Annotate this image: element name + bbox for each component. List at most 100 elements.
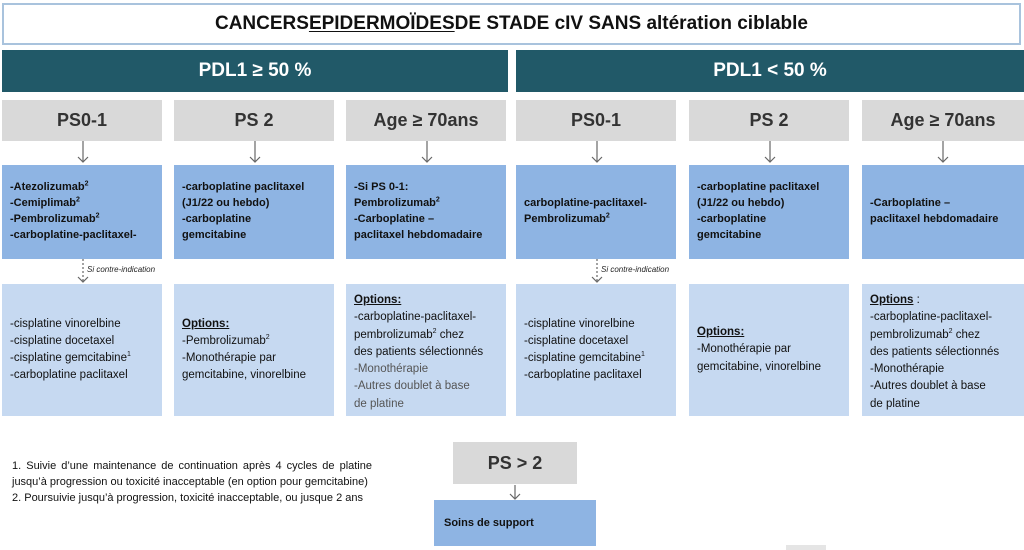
options-box: Options :-carboplatine-paclitaxel-pembro… xyxy=(862,284,1024,416)
text-line: -carboplatine xyxy=(182,212,326,228)
first-line-treatment-box: -Si PS 0-1:Pembrolizumab2-Carboplatine –… xyxy=(346,165,506,259)
arrow-down-icon xyxy=(77,141,89,164)
line-text: -carboplatine xyxy=(697,213,767,225)
reference-superscript: 2 xyxy=(265,333,270,341)
text-line: -carboplatine-paclitaxel- xyxy=(10,228,154,244)
line-text-after: chez xyxy=(436,328,465,341)
text-line: gemcitabine, vinorelbine xyxy=(182,367,326,384)
line-text: carboplatine-paclitaxel- xyxy=(524,197,647,210)
line-text: pembrolizumab xyxy=(870,328,949,341)
options-box: Options: -Pembrolizumab2 -Monothérapie par… xyxy=(174,284,334,416)
options-label: Options: xyxy=(182,317,230,330)
line-text: -Autres doublet à base xyxy=(354,380,470,393)
text-line: pembrolizumab2 chez xyxy=(354,327,498,344)
reference-superscript: 2 xyxy=(84,180,89,188)
ps-header: PS0-1 xyxy=(2,100,162,141)
ps-header: Age ≥ 70ans xyxy=(346,100,506,141)
line-text: de platine xyxy=(354,397,404,410)
reference-superscript: 1 xyxy=(126,351,131,359)
text-line: -Pembrolizumab2 xyxy=(10,212,154,228)
reference-superscript: 2 xyxy=(76,196,80,204)
group-header-pdl1-high: PDL1 ≥ 50 % xyxy=(2,50,508,92)
line-text: -cisplatine vinorelbine xyxy=(10,317,121,330)
line-text: -carboplatine paclitaxel xyxy=(524,369,642,382)
options-label-line: Options: xyxy=(182,316,326,333)
ps-gt2-box: PS > 2 xyxy=(453,442,577,484)
line-text: gemcitabine xyxy=(697,228,762,241)
options-label-line: Options: xyxy=(697,324,841,341)
line-text: -carboplatine paclitaxel xyxy=(10,369,128,382)
footnotes: 1. Suivie d’une maintenance de continuat… xyxy=(12,459,372,507)
options-box: Options: -Monothérapie par gemcitabine, vi… xyxy=(689,284,849,416)
text-line: des patients sélectionnés xyxy=(354,344,498,361)
line-text: -carboplatine xyxy=(182,213,252,225)
text-line: -carboplatine paclitaxel xyxy=(697,180,841,196)
line-text: -Monothérapie par xyxy=(697,343,791,356)
line-text: -cisplatine gemcitabine xyxy=(10,352,127,364)
line-text: gemcitabine, vinorelbine xyxy=(697,360,822,373)
text-line: (J1/22 ou hebdo) xyxy=(182,196,326,212)
text-line: gemcitabine xyxy=(182,228,326,244)
text-line: -Si PS 0-1: xyxy=(354,180,498,196)
first-line-treatment-box: -carboplatine paclitaxel (J1/22 ou hebdo)… xyxy=(174,165,334,259)
text-line: -carboplatine paclitaxel xyxy=(182,180,326,196)
text-line: -cisplatine docetaxel xyxy=(10,333,154,350)
line-text: -Pembrolizumab xyxy=(10,213,96,225)
ps-header: Age ≥ 70ans xyxy=(862,100,1024,141)
text-line: -Autres doublet à base xyxy=(870,378,1016,395)
contre-indication-label: Si contre-indication xyxy=(87,265,156,274)
line-text-after: chez xyxy=(952,328,981,341)
footnote-1: 1. Suivie d’une maintenance de continuat… xyxy=(12,460,372,488)
text-line: -cisplatine gemcitabine1 xyxy=(524,350,668,367)
dashed-arrow-down-icon xyxy=(591,259,603,285)
first-line-treatment-box: -Atezolizumab2-Cemiplimab2-Pembrolizumab… xyxy=(2,165,162,259)
arrow-down-icon xyxy=(937,141,949,164)
first-line-treatment-box: carboplatine-paclitaxel-Pembrolizumab2 xyxy=(516,165,676,259)
text-line: -Pembrolizumab2 xyxy=(182,333,326,350)
text-line: -cisplatine docetaxel xyxy=(524,333,668,350)
options-box: Options:-carboplatine-paclitaxel-pembrol… xyxy=(346,284,506,416)
line-text: gemcitabine xyxy=(182,228,247,241)
line-text: -carboplatine paclitaxel xyxy=(182,181,305,194)
options-box: -cisplatine vinorelbine -cisplatine docet… xyxy=(2,284,162,416)
text-line: -cisplatine vinorelbine xyxy=(524,316,668,333)
ps-header: PS 2 xyxy=(689,100,849,141)
line-text: de platine xyxy=(870,397,920,410)
arrow-down-icon xyxy=(764,141,776,164)
line-text: -Monothérapie xyxy=(870,363,945,375)
text-line: -carboplatine paclitaxel xyxy=(524,367,668,384)
text-line: gemcitabine xyxy=(697,228,841,244)
line-text: Pembrolizumab xyxy=(524,213,606,225)
text-line: -carboplatine xyxy=(697,212,841,228)
line-text: -Monothérapie par xyxy=(182,352,276,364)
arrow-down-icon xyxy=(421,141,433,164)
line-text: (J1/22 ou hebdo) xyxy=(182,197,270,210)
line-text: -Atezolizumab xyxy=(10,181,85,194)
text-line: gemcitabine, vinorelbine xyxy=(697,359,841,376)
reference-superscript: 2 xyxy=(432,327,437,335)
options-label: Options: xyxy=(697,326,745,339)
contre-indication-label: Si contre-indication xyxy=(601,265,670,274)
line-text: gemcitabine, vinorelbine xyxy=(182,369,307,382)
line-text: -Autres doublet à base xyxy=(870,380,986,393)
footnote-2: 2. Poursuivie jusqu’à progression, toxic… xyxy=(12,491,363,504)
line-text: -Monothérapie xyxy=(354,363,429,375)
text-line: -cisplatine gemcitabine1 xyxy=(10,350,154,367)
text-line: de platine xyxy=(354,396,498,413)
text-line: -carboplatine paclitaxel xyxy=(10,367,154,384)
ps-header: PS0-1 xyxy=(516,100,676,141)
line-text: -carboplatine paclitaxel xyxy=(697,181,820,194)
arrow-down-icon xyxy=(591,141,603,164)
text-line: Pembrolizumab2 xyxy=(354,196,498,212)
text-line: -Carboplatine – xyxy=(354,212,498,228)
text-line: -Cemiplimab2 xyxy=(10,196,154,212)
text-line: -cisplatine vinorelbine xyxy=(10,316,154,333)
reference-superscript: 2 xyxy=(95,212,100,220)
line-text: paclitaxel hebdomadaire xyxy=(870,213,999,225)
text-line: de platine xyxy=(870,396,1016,413)
options-label: Options: xyxy=(354,294,402,306)
text-line: -Monothérapie xyxy=(870,361,1016,378)
text-line: (J1/22 ou hebdo) xyxy=(697,196,841,212)
options-label: Options xyxy=(870,294,914,306)
line-text: -cisplatine docetaxel xyxy=(524,334,629,347)
